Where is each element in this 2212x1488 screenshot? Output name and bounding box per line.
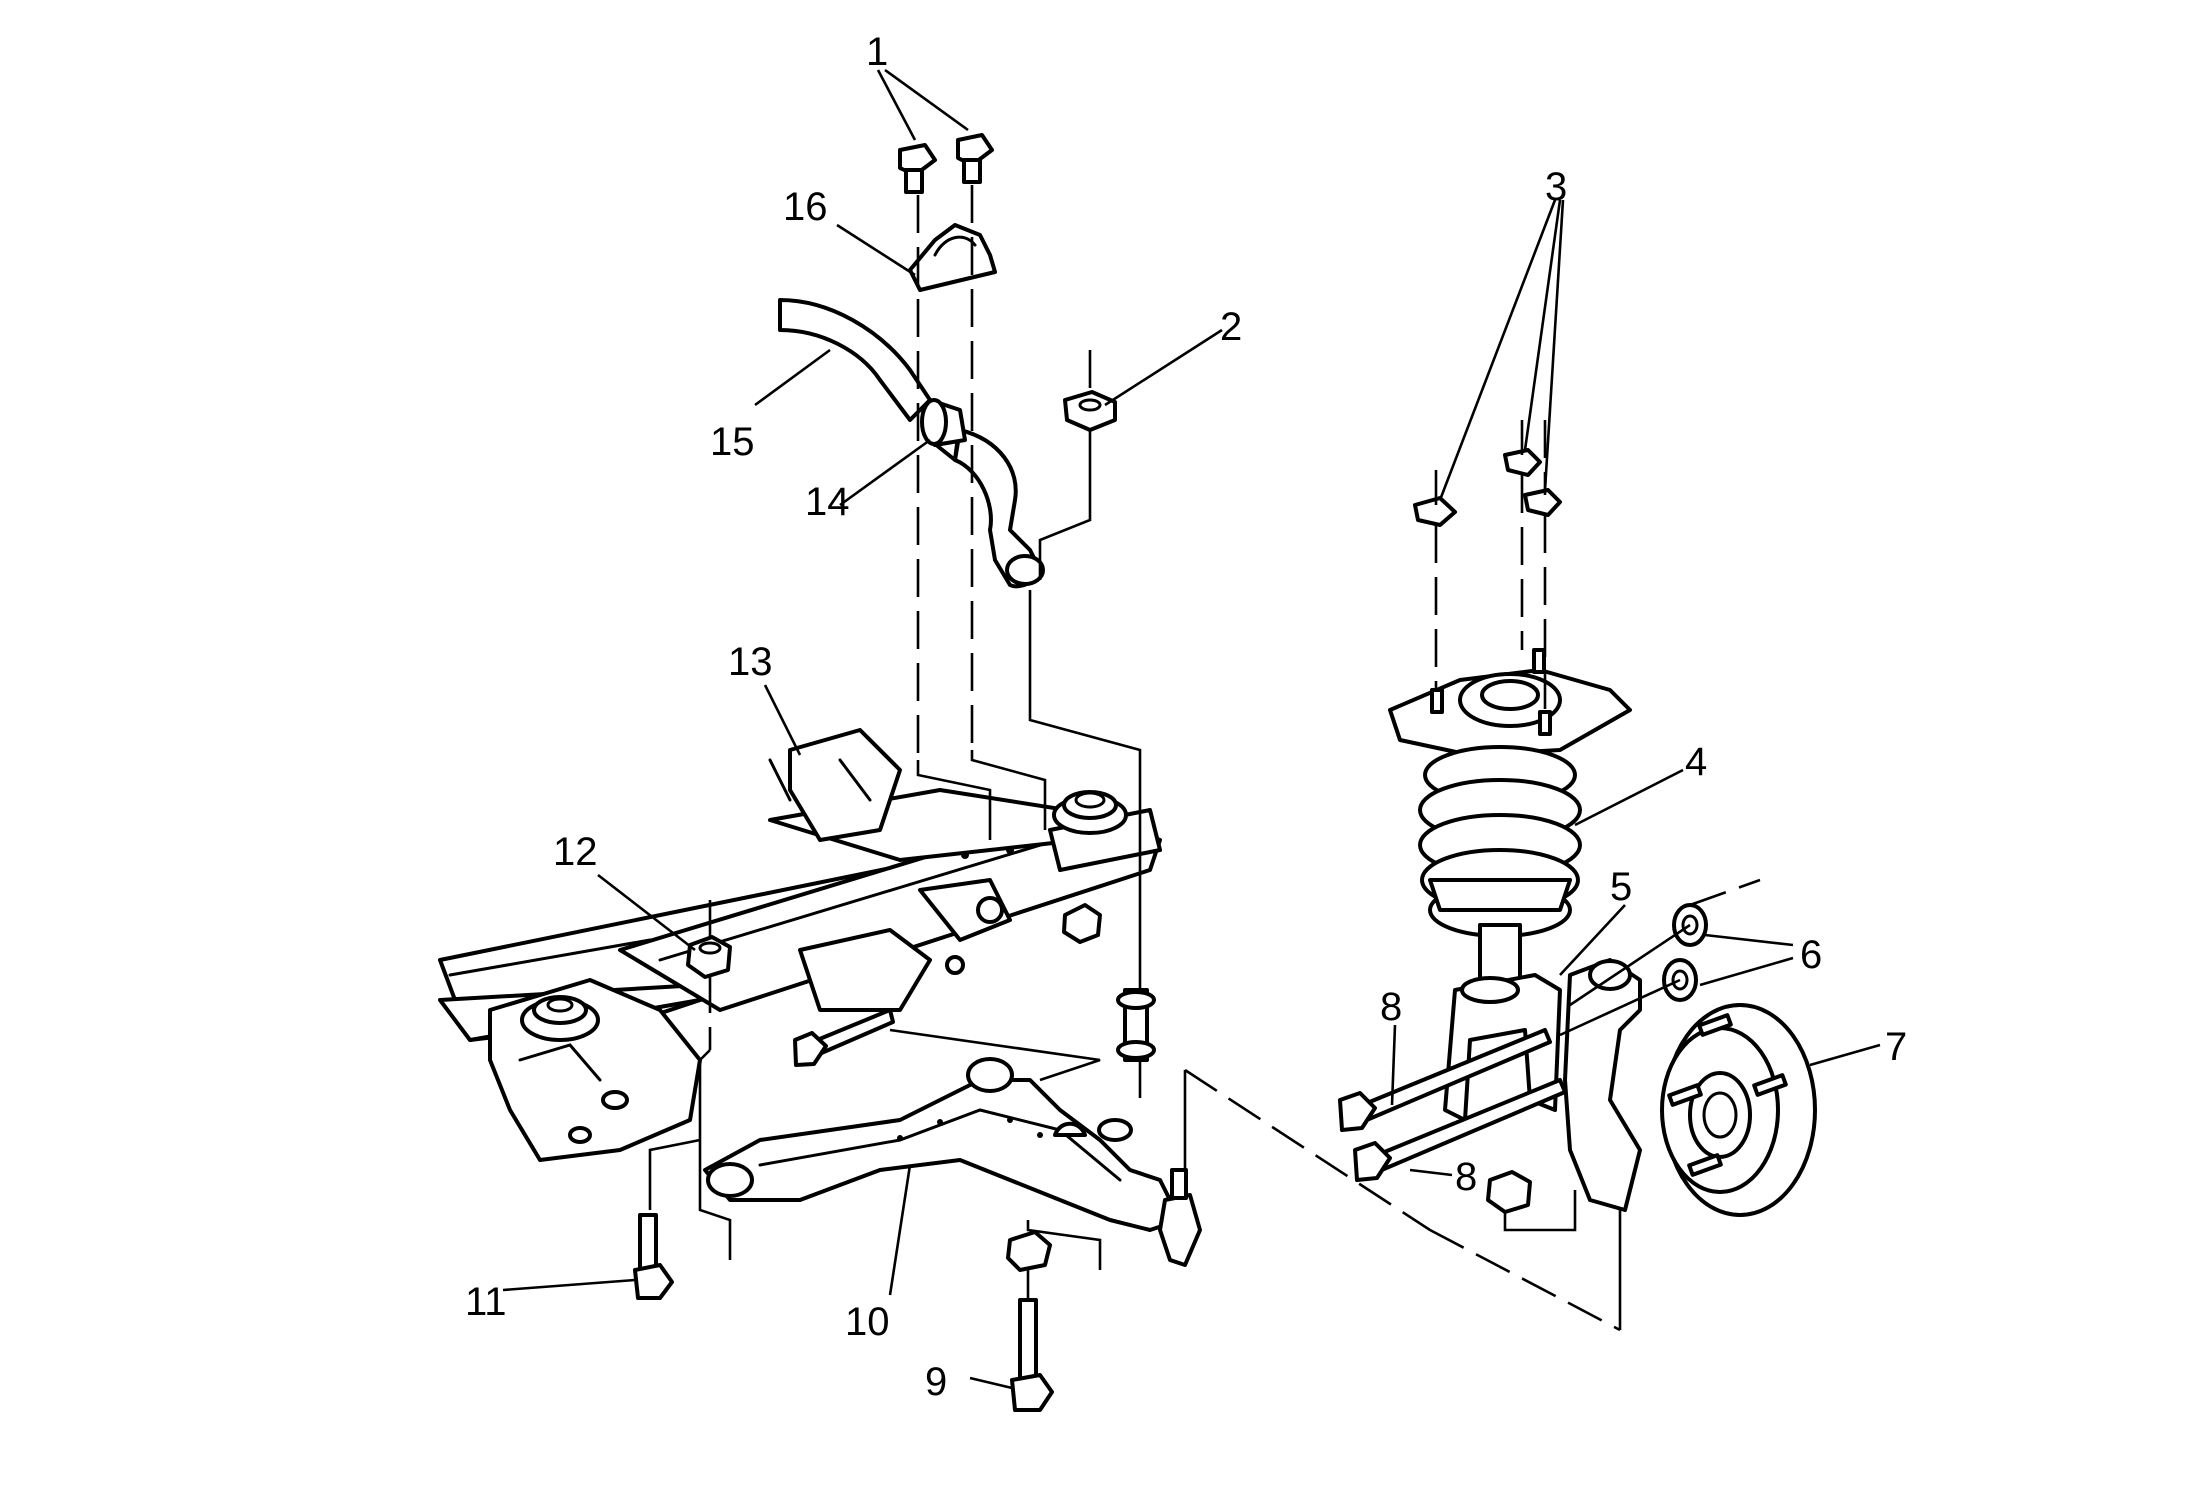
callout-10: 10 [845, 1300, 890, 1344]
strut-bolt-upper [1338, 1028, 1552, 1132]
callout-16: 16 [783, 185, 828, 229]
assembly-lines [648, 185, 1761, 1332]
stabilizer-link [1116, 988, 1156, 1062]
arm-rear-bushing-bolt [1053, 1121, 1087, 1137]
callout-3: 3 [1545, 165, 1567, 209]
arm-front-bolt [793, 1008, 895, 1067]
ball-joint-nut [1486, 1170, 1532, 1214]
callout-13: 13 [728, 640, 773, 684]
callout-9: 9 [925, 1360, 947, 1404]
callout-8-top: 8 [1380, 985, 1402, 1029]
callout-15: 15 [710, 420, 755, 464]
stabilizer-bushing [920, 398, 967, 447]
stabilizer-bar [778, 298, 1045, 589]
frame-mount-nut [686, 935, 732, 979]
callout-11: 11 [465, 1280, 507, 1324]
bushing-clamp [908, 223, 997, 292]
strut-assembly [1388, 648, 1632, 1122]
callout-1: 1 [866, 30, 888, 74]
callout-7: 7 [1885, 1025, 1907, 1069]
callout-6: 6 [1800, 933, 1822, 977]
callout-8-bottom: 8 [1455, 1155, 1477, 1199]
stabilizer-link-nut [1063, 390, 1117, 432]
arm-vertical-bolt [1006, 1230, 1054, 1412]
leader-lines [502, 68, 1881, 1390]
callout-4: 4 [1685, 740, 1707, 784]
frame-crossmember [438, 728, 1162, 1162]
frame-nut [1062, 903, 1102, 944]
clamp-bolt-right [956, 133, 994, 184]
callout-14: 14 [805, 480, 850, 524]
callout-12: 12 [553, 830, 598, 874]
callout-5: 5 [1610, 865, 1632, 909]
lower-control-arm [703, 1057, 1202, 1267]
steering-knuckle-hub [1563, 958, 1817, 1217]
clamp-bolt-left [898, 143, 937, 194]
callout-2: 2 [1220, 305, 1242, 349]
frame-mount-bolt [633, 1213, 674, 1300]
